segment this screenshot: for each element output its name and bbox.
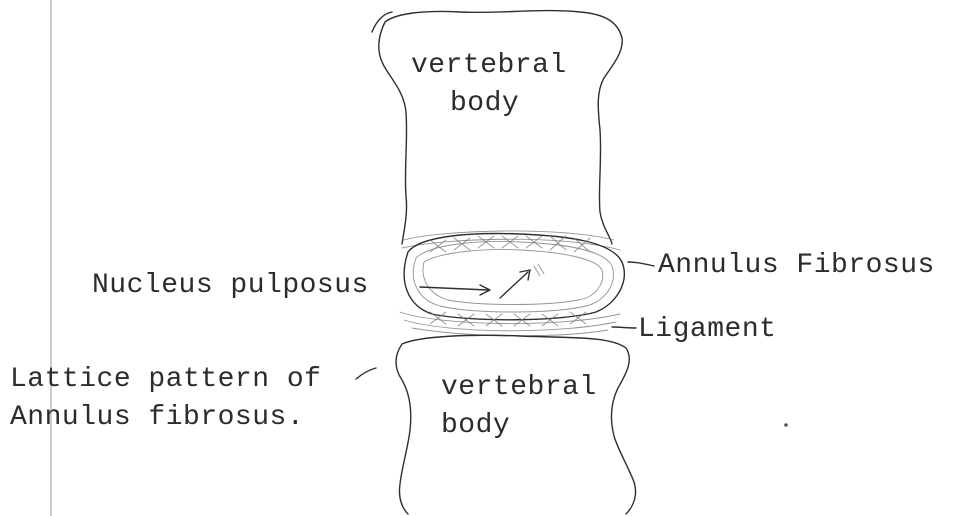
upper-vertebra-label-line1: vertebral: [411, 50, 567, 81]
nucleus-pulposus-label: Nucleus pulposus: [92, 270, 369, 301]
ink-speck: [784, 423, 788, 427]
lower-vertebra-label-line2: body: [441, 410, 510, 441]
upper-vertebra-label-line2: body: [450, 88, 519, 119]
ligament-leader-line: [612, 327, 636, 328]
ligament-label: Ligament: [638, 314, 776, 345]
lattice-leader-line: [356, 368, 376, 379]
lower-vertebra-label-line1: vertebral: [441, 372, 597, 403]
annulus-fibrosus-label: Annulus Fibrosus: [658, 250, 935, 281]
annulus-leader-line: [628, 262, 654, 266]
upper-vertebral-body-outline: [379, 11, 622, 244]
lower-vertebral-body-outline: [396, 335, 636, 514]
lattice-label-line1: Lattice pattern of: [10, 364, 321, 395]
nucleus-arrows: [420, 264, 544, 298]
lattice-label-line2: Annulus fibrosus.: [10, 402, 304, 433]
annulus-fibrosus-disc: [400, 231, 624, 336]
